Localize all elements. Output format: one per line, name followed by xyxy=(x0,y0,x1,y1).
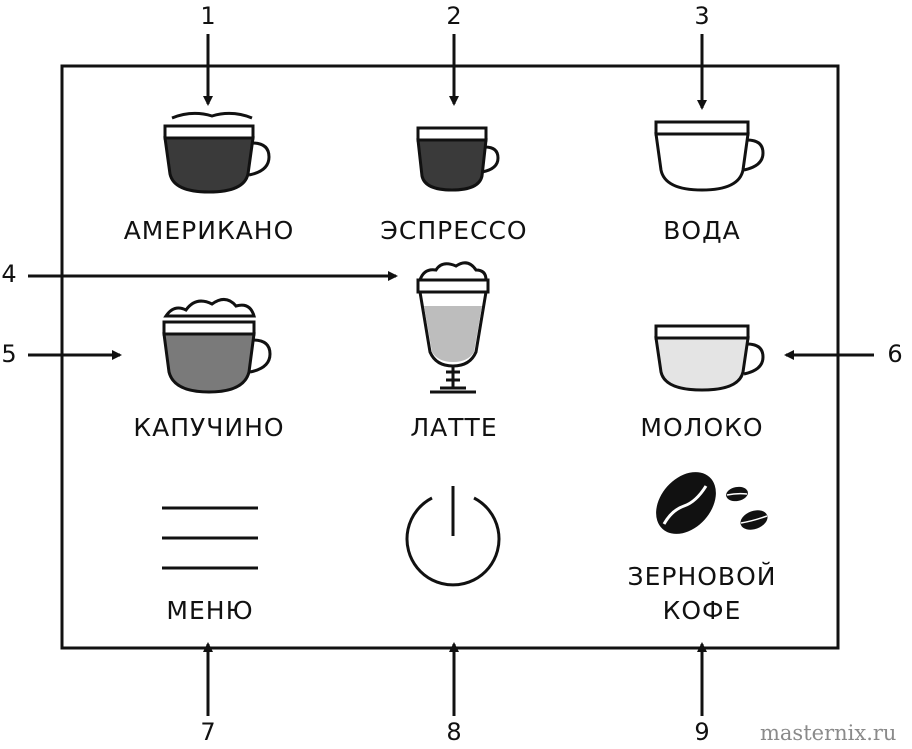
callout-number-3: 3 xyxy=(694,2,710,30)
watermark: masternix.ru xyxy=(760,721,897,745)
beans-label-line2: КОФЕ xyxy=(662,596,742,625)
cappuccino-cup-icon[interactable] xyxy=(162,298,272,394)
milk-cup-icon[interactable] xyxy=(654,324,765,392)
menu-label: МЕНЮ xyxy=(166,596,254,625)
callout-number-6: 6 xyxy=(887,340,903,368)
water-label: ВОДА xyxy=(663,216,741,245)
callout-number-1: 1 xyxy=(200,2,216,30)
americano-label: АМЕРИКАНО xyxy=(123,216,295,245)
latte-glass-icon[interactable] xyxy=(416,261,490,394)
menu-icon[interactable] xyxy=(162,506,258,570)
callout-number-4: 4 xyxy=(1,260,17,288)
beans-label-line1: ЗЕРНОВОЙ xyxy=(627,562,777,591)
milk-label: МОЛОКО xyxy=(640,413,764,442)
espresso-cup-icon[interactable] xyxy=(416,126,500,192)
espresso-label: ЭСПРЕССО xyxy=(380,216,528,245)
water-cup-icon[interactable] xyxy=(654,120,765,192)
callout-number-5: 5 xyxy=(1,340,17,368)
callout-number-2: 2 xyxy=(446,2,462,30)
callout-number-9: 9 xyxy=(694,718,710,746)
power-icon[interactable] xyxy=(405,486,501,587)
callout-arrows xyxy=(28,34,874,716)
callout-number-8: 8 xyxy=(446,718,462,746)
cappuccino-label: КАПУЧИНО xyxy=(133,413,285,442)
latte-label: ЛАТТЕ xyxy=(410,413,498,442)
americano-cup-icon[interactable] xyxy=(163,111,271,194)
callout-number-7: 7 xyxy=(200,718,216,746)
coffee-beans-icon[interactable] xyxy=(644,460,770,545)
